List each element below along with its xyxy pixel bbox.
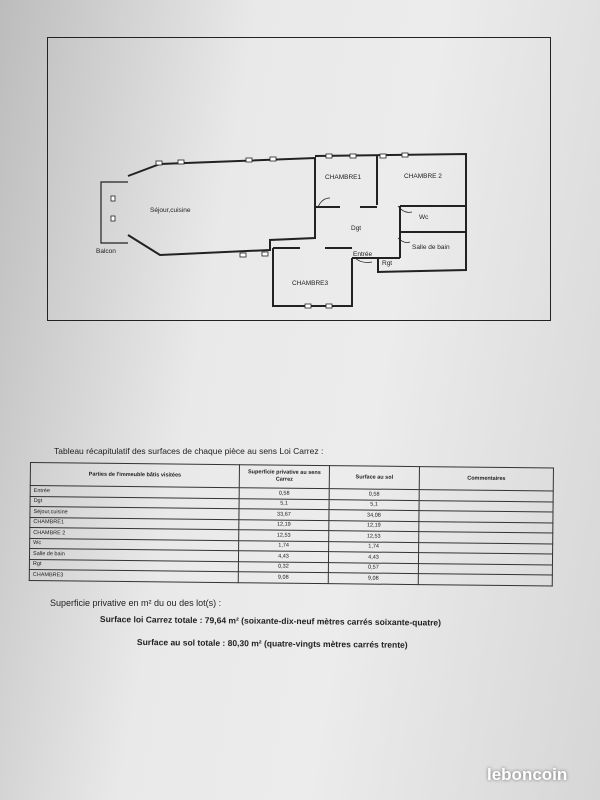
room-label-entree: Entrée [353,251,373,258]
cell-carrez: 9,08 [238,571,329,584]
room-label-chambre3: CHAMBRE3 [292,280,329,287]
header-piece: Parties de l'immeuble bâtis visitées [30,462,240,488]
room-label-chambre1: CHAMBRE1 [325,174,362,181]
summary-intro: Superficie privative en m² du ou des lot… [50,598,222,608]
leboncoin-watermark: leboncoin [487,765,568,784]
cell-piece: CHAMBRE3 [29,569,239,583]
header-commentaires: Commentaires [419,466,554,491]
surfaces-table: Parties de l'immeuble bâtis visitées Sup… [29,462,554,586]
room-label-chambre2: CHAMBRE 2 [404,173,442,180]
cell-commentaire [418,573,553,586]
floor-plan-frame [47,37,551,321]
room-label-rgt: Rgt [382,260,393,267]
cell-sol: 9,08 [328,572,419,585]
room-label-sejour: Séjour,cuisine [150,207,191,214]
header-carrez: Superficie privative au sens Carrez [239,464,330,489]
table-caption: Tableau récapitulatif des surfaces de ch… [54,446,324,456]
room-label-dgt: Dgt [351,225,362,232]
header-sol: Surface au sol [329,465,420,490]
room-label-wc: Wc [419,214,429,221]
room-label-balcon: Balcon [96,248,116,255]
room-label-salle-de-bain: Salle de bain [412,244,450,251]
